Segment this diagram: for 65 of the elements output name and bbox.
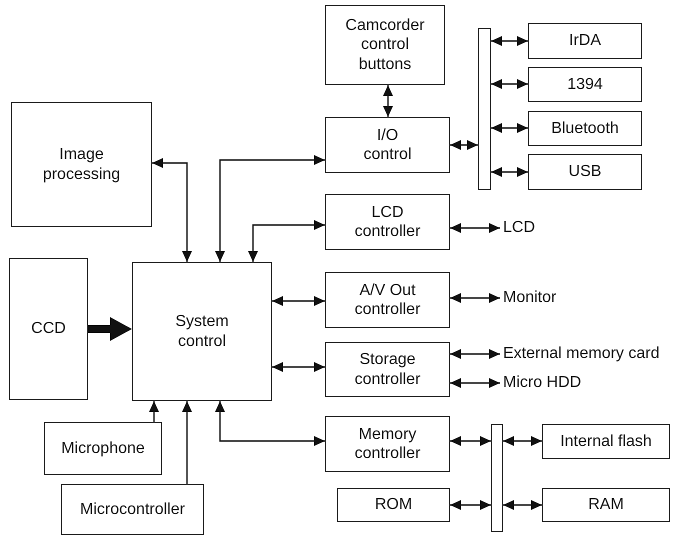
double-arrow — [450, 378, 500, 388]
block-box — [528, 154, 642, 190]
double-arrow — [503, 500, 542, 510]
double-arrow — [383, 85, 393, 117]
double-arrow — [248, 220, 325, 262]
arrow — [149, 401, 159, 422]
block-box — [132, 262, 272, 401]
block-label: Storage controller — [354, 350, 422, 389]
double-arrow — [450, 293, 500, 303]
block-box — [11, 102, 152, 227]
double-arrow — [152, 158, 192, 262]
block-box — [325, 194, 450, 250]
block-box — [325, 272, 450, 328]
signal-label: Micro HDD — [503, 373, 582, 393]
signal-label: LCD — [503, 218, 536, 238]
block-label: Microcontroller — [80, 500, 185, 520]
block-label: LCD controller — [354, 202, 422, 242]
block-label: Image processing — [42, 145, 121, 184]
double-arrow — [450, 500, 491, 510]
thick-arrow — [88, 317, 132, 341]
arrow — [182, 401, 192, 484]
double-arrow — [491, 79, 528, 89]
block-label: CCD — [31, 319, 66, 339]
double-arrow — [491, 36, 528, 46]
block-box — [337, 488, 450, 522]
block-box — [542, 424, 670, 459]
block-box — [61, 484, 204, 535]
double-arrow — [272, 362, 325, 372]
double-arrow — [215, 401, 325, 446]
block-label: RAM — [588, 495, 624, 515]
block-box — [325, 117, 450, 173]
signal-label: Monitor — [503, 288, 556, 308]
double-arrow — [450, 140, 478, 150]
double-arrow — [450, 223, 500, 233]
block-label: USB — [568, 162, 602, 182]
block-label: A/V Out controller — [354, 280, 422, 320]
double-arrow — [272, 296, 325, 306]
signal-label: External memory card — [503, 344, 660, 364]
block-box — [542, 488, 670, 522]
block-box — [44, 422, 162, 475]
block-box — [325, 416, 450, 472]
block-label: Camcorder control buttons — [344, 16, 426, 74]
block-box — [528, 111, 642, 146]
block-box — [528, 23, 642, 59]
double-arrow — [215, 155, 325, 262]
double-arrow — [503, 436, 542, 446]
block-box — [9, 258, 88, 400]
block-label: I/O control — [363, 126, 412, 164]
double-arrow — [450, 349, 500, 359]
block-label: System control — [174, 312, 230, 351]
block-label: Memory controller — [354, 424, 422, 464]
bus-bar — [491, 424, 503, 532]
block-box — [528, 67, 642, 102]
block-label: Internal flash — [560, 432, 652, 452]
bus-bar — [478, 28, 491, 190]
block-label: 1394 — [567, 74, 603, 94]
block-box — [325, 342, 450, 397]
block-label: Microphone — [61, 438, 145, 458]
double-arrow — [450, 436, 491, 446]
double-arrow — [491, 123, 528, 133]
block-box — [325, 5, 445, 85]
double-arrow — [491, 167, 528, 177]
block-label: IrDA — [569, 31, 601, 51]
block-label: Bluetooth — [551, 118, 619, 138]
block-label: ROM — [374, 495, 412, 515]
